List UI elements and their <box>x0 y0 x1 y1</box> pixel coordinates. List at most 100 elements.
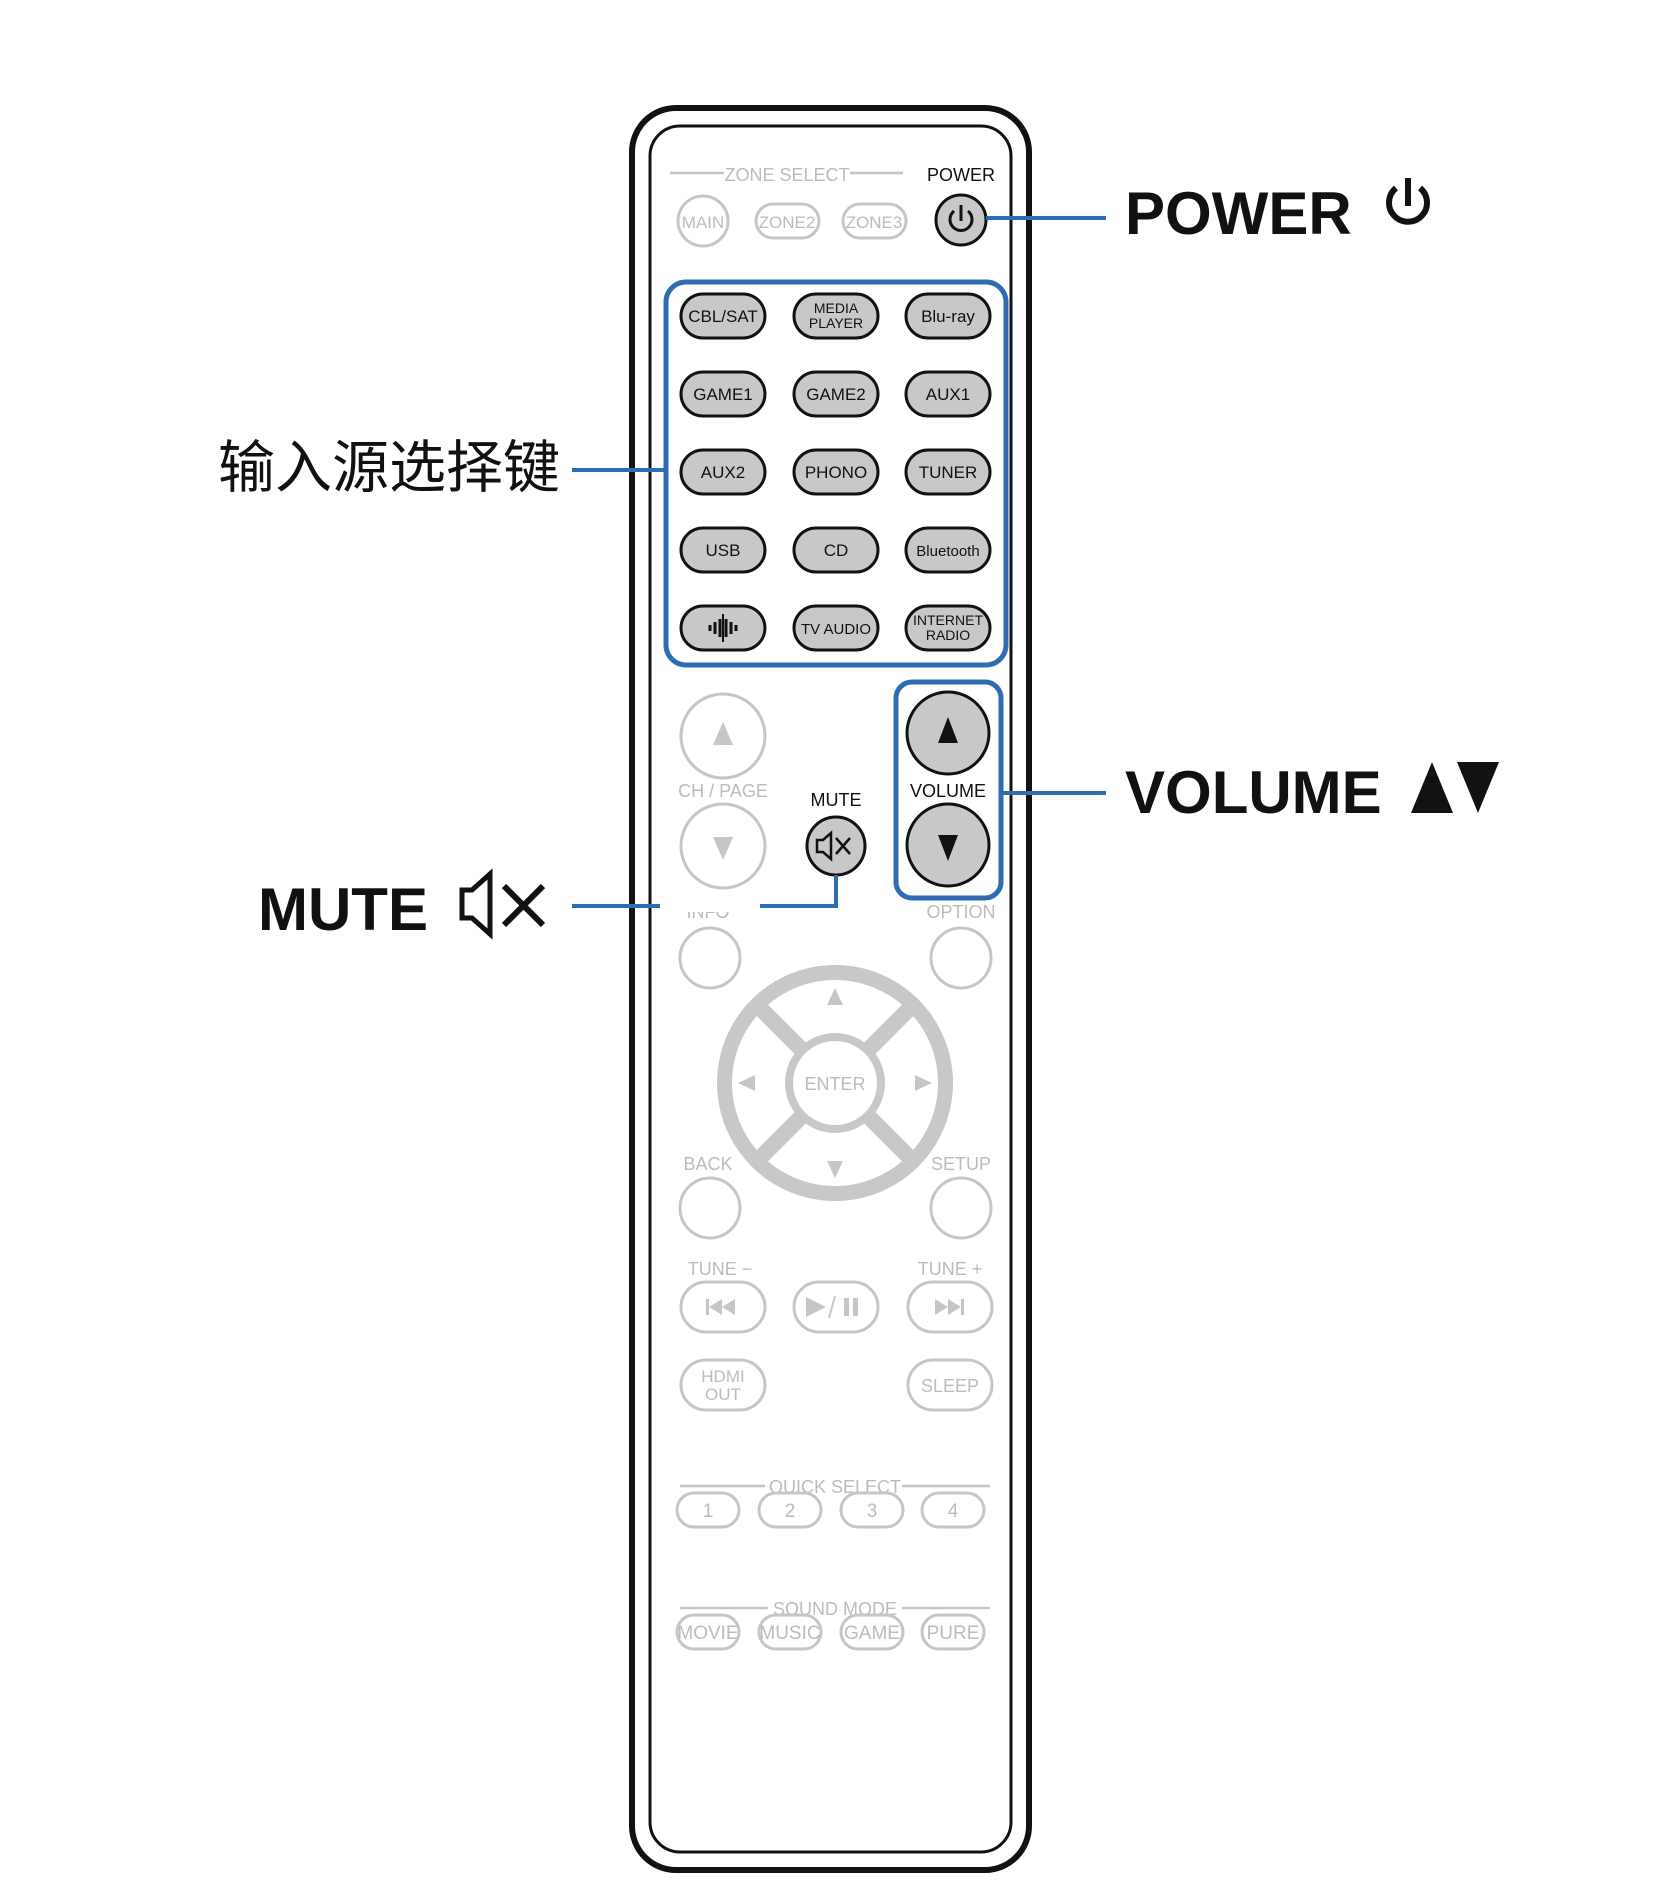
play-pause-button[interactable] <box>792 1280 880 1334</box>
quick-select-1-label: 1 <box>703 1501 714 1522</box>
option-button[interactable] <box>929 926 993 990</box>
input-button-phono-label: PHONO <box>805 463 867 482</box>
input-button-game2[interactable]: GAME2 <box>792 370 880 418</box>
next-icon <box>935 1299 964 1315</box>
input-button-media-player-label-1: MEDIA <box>814 300 859 316</box>
back-button[interactable] <box>678 1176 742 1240</box>
input-button-internet-radio-label-2: RADIO <box>926 627 970 643</box>
input-button-aux2-shape[interactable] <box>679 448 767 496</box>
input-button-cbl-sat-shape[interactable] <box>679 292 767 340</box>
zone-main-label: MAIN <box>682 213 725 232</box>
input-button-internet-radio-label-1: INTERNET <box>913 612 983 628</box>
ch-page-label: CH / PAGE <box>678 781 768 801</box>
option-label: OPTION <box>926 902 995 922</box>
mute-callout-icon <box>459 868 546 940</box>
input-button-game1-shape[interactable] <box>679 370 767 418</box>
quick-select-2-button[interactable] <box>757 1491 823 1529</box>
sleep-label: SLEEP <box>921 1376 979 1396</box>
input-button-cd-label: CD <box>824 541 849 560</box>
sound-mode-music-label: MUSIC <box>759 1623 820 1644</box>
dpad-up-icon[interactable] <box>827 988 843 1005</box>
input-button-game1[interactable]: GAME1 <box>679 370 767 418</box>
input-button-cd[interactable]: CD <box>792 526 880 574</box>
info-label-mask <box>660 900 760 912</box>
quick-select-4-button[interactable] <box>920 1491 986 1529</box>
input-button-aux2-label: AUX2 <box>701 463 745 482</box>
sound-mode-movie-label: MOVIE <box>677 1623 738 1644</box>
sound-mode-movie-button[interactable] <box>675 1613 741 1651</box>
volume-callout-label: VOLUME <box>1125 759 1382 826</box>
hdmi-out-label-2: OUT <box>705 1385 741 1404</box>
input-button-aux1-label: AUX1 <box>926 385 970 404</box>
input-button-tv-audio-shape[interactable] <box>792 604 880 652</box>
zone3-button[interactable] <box>841 202 908 240</box>
input-button-tv-audio[interactable]: TV AUDIO <box>792 604 880 652</box>
input-keys-callout-label: 输入源选择键 <box>218 436 560 500</box>
dpad-left-icon[interactable] <box>738 1075 755 1091</box>
dpad-down-icon[interactable] <box>827 1161 843 1178</box>
sound-mode-music-button[interactable] <box>757 1613 823 1651</box>
input-button-tuner-label: TUNER <box>919 463 978 482</box>
input-button-blu-ray[interactable]: Blu-ray <box>904 292 992 340</box>
input-button-usb-shape[interactable] <box>679 526 767 574</box>
power-callout-label: POWER <box>1125 180 1352 247</box>
sleep-button[interactable] <box>906 1358 994 1412</box>
input-button-cd-shape[interactable] <box>792 526 880 574</box>
input-button-tuner-shape[interactable] <box>904 448 992 496</box>
input-button-tuner[interactable]: TUNER <box>904 448 992 496</box>
volume-up-icon <box>938 717 958 743</box>
input-button-phono[interactable]: PHONO <box>792 448 880 496</box>
setup-button[interactable] <box>929 1176 993 1240</box>
setup-label: SETUP <box>931 1154 991 1174</box>
zone2-button[interactable] <box>754 202 821 240</box>
input-button-cbl-sat[interactable]: CBL/SAT <box>679 292 767 340</box>
input-button-game2-shape[interactable] <box>792 370 880 418</box>
input-button-usb-label: USB <box>706 541 741 560</box>
dpad-right-icon[interactable] <box>915 1075 932 1091</box>
power-label: POWER <box>927 165 995 185</box>
mute-button[interactable] <box>805 815 867 877</box>
input-button-bluetooth[interactable]: Bluetooth <box>904 526 992 574</box>
sound-mode-pure-button[interactable] <box>920 1613 986 1651</box>
input-button-blu-ray-shape[interactable] <box>904 292 992 340</box>
input-button-aux2[interactable]: AUX2 <box>679 448 767 496</box>
input-button-internet-radio-shape[interactable] <box>904 604 992 652</box>
zone-select-header: ZONE SELECT <box>724 165 849 185</box>
input-button-aux1-shape[interactable] <box>904 370 992 418</box>
quick-select-1-button[interactable] <box>675 1491 741 1529</box>
play-pause-icon <box>806 1295 858 1319</box>
volume-down-icon <box>938 835 958 861</box>
tune-minus-label: TUNE − <box>688 1259 753 1279</box>
input-button-bluetooth-label: Bluetooth <box>916 543 979 560</box>
info-button[interactable] <box>678 926 742 990</box>
mute-label: MUTE <box>811 790 862 810</box>
input-button-game1-label: GAME1 <box>693 385 753 404</box>
volume-label: VOLUME <box>910 781 986 801</box>
power-icon <box>948 205 974 232</box>
input-button-phono-shape[interactable] <box>792 448 880 496</box>
input-button-aux1[interactable]: AUX1 <box>904 370 992 418</box>
input-button-heos[interactable] <box>679 604 767 652</box>
sound-mode-pure-label: PURE <box>927 1623 980 1644</box>
previous-icon <box>706 1299 735 1315</box>
enter-button[interactable] <box>793 1041 877 1125</box>
mute-icon <box>815 830 851 862</box>
quick-select-3-button[interactable] <box>839 1491 905 1529</box>
sound-mode-game-button[interactable] <box>839 1613 905 1651</box>
quick-select-2-label: 2 <box>785 1501 796 1522</box>
hdmi-out-button[interactable] <box>679 1358 767 1412</box>
input-button-usb[interactable]: USB <box>679 526 767 574</box>
quick-select-4-label: 4 <box>948 1501 959 1522</box>
input-button-bluetooth-shape[interactable] <box>904 526 992 574</box>
input-button-media-player-label-2: PLAYER <box>809 315 863 331</box>
zone-main-button[interactable] <box>676 194 730 248</box>
input-button-game2-label: GAME2 <box>806 385 866 404</box>
input-button-media-player-shape[interactable] <box>792 292 880 340</box>
